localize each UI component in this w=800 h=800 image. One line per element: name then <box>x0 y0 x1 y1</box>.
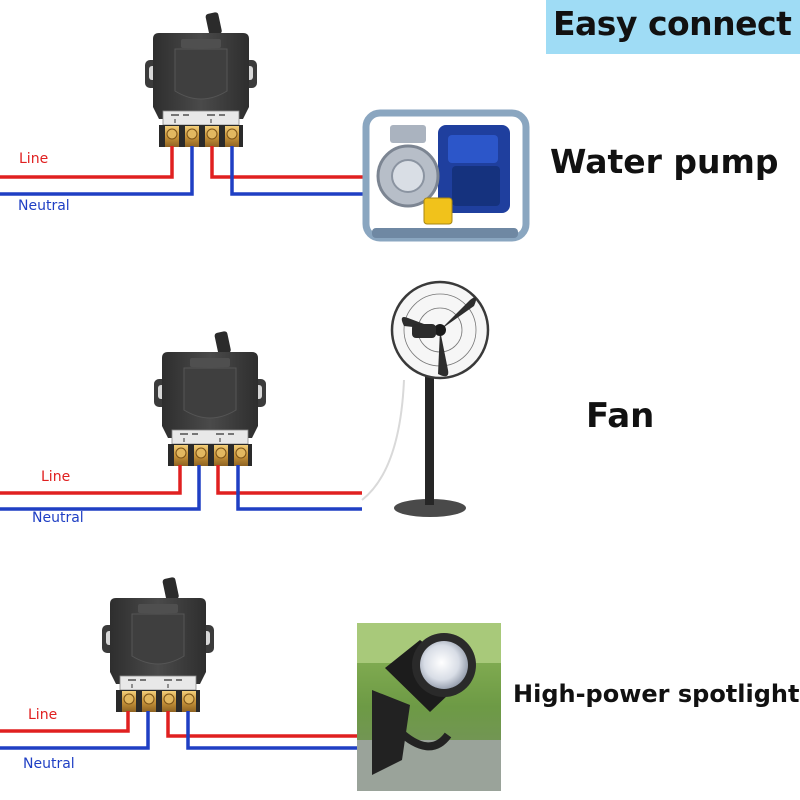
page-title: Easy connect <box>553 4 792 43</box>
water-pump-icon <box>362 109 530 242</box>
device-label-fan: Fan <box>586 396 655 436</box>
relay-module-2 <box>153 330 267 467</box>
device-label-water-pump: Water pump <box>550 142 779 181</box>
spotlight-icon <box>357 623 501 791</box>
wiring-row-1 <box>0 146 363 196</box>
relay-module-1 <box>144 11 258 148</box>
line-wire-label: Line <box>28 707 58 723</box>
fan-icon <box>361 280 490 517</box>
line-wire-label: Line <box>41 469 71 485</box>
neutral-wire-label: Neutral <box>18 198 70 214</box>
device-label-spotlight: High-power spotlight <box>513 680 800 708</box>
neutral-wire-label: Neutral <box>32 510 84 526</box>
neutral-wire-label: Neutral <box>23 756 75 772</box>
header-banner <box>546 0 800 54</box>
relay-module-3 <box>101 576 215 713</box>
line-wire-label: Line <box>19 151 49 167</box>
wiring-row-2 <box>0 465 362 511</box>
wiring-row-3 <box>0 711 372 750</box>
